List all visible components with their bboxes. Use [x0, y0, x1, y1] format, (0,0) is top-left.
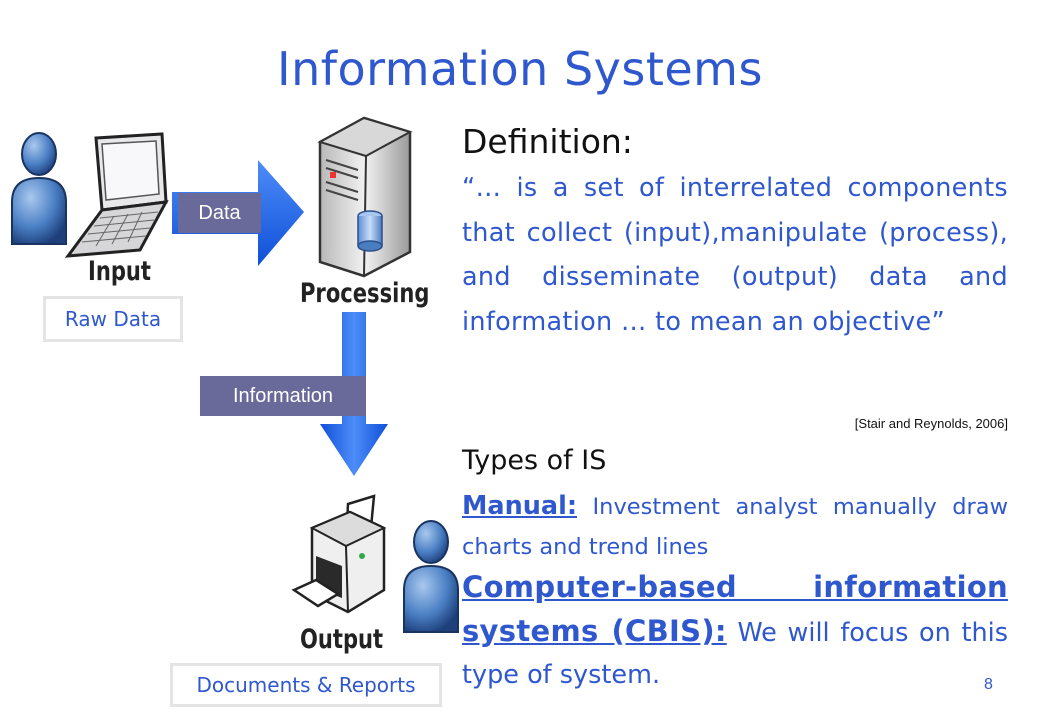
printer-icon	[291, 494, 387, 614]
information-label: Information	[200, 376, 366, 416]
citation: [Stair and Reynolds, 2006]	[854, 416, 1008, 431]
cbis-term: Computer-based information systems (CBIS…	[462, 570, 1008, 648]
documents-reports-label: Documents & Reports	[170, 663, 442, 707]
output-label: Output	[300, 624, 384, 655]
processing-label: Processing	[300, 278, 430, 309]
definition-heading: Definition:	[462, 122, 633, 161]
laptop-icon	[64, 132, 169, 258]
slide-title: Information Systems	[277, 42, 763, 96]
input-label: Input	[88, 256, 151, 287]
data-label: Data	[178, 193, 261, 233]
manual-term: Manual:	[462, 491, 578, 521]
user-icon	[403, 520, 459, 633]
manual-description: Investment analyst manually draw charts …	[462, 494, 1008, 560]
server-icon	[317, 116, 413, 278]
cbis-description: We will focus on this type of system.	[462, 618, 1009, 690]
raw-data-label: Raw Data	[43, 296, 183, 342]
page-number: 8	[984, 676, 993, 693]
types-heading: Types of IS	[462, 445, 607, 476]
definition-text: “… is a set of interrelated components t…	[462, 173, 1008, 337]
manual-item: Manual: Investment analyst manually draw…	[462, 486, 1008, 567]
user-icon	[11, 132, 67, 245]
text-column: Definition: “… is a set of interrelated …	[462, 118, 1008, 690]
cbis-item: Computer-based information systems (CBIS…	[462, 566, 1008, 696]
